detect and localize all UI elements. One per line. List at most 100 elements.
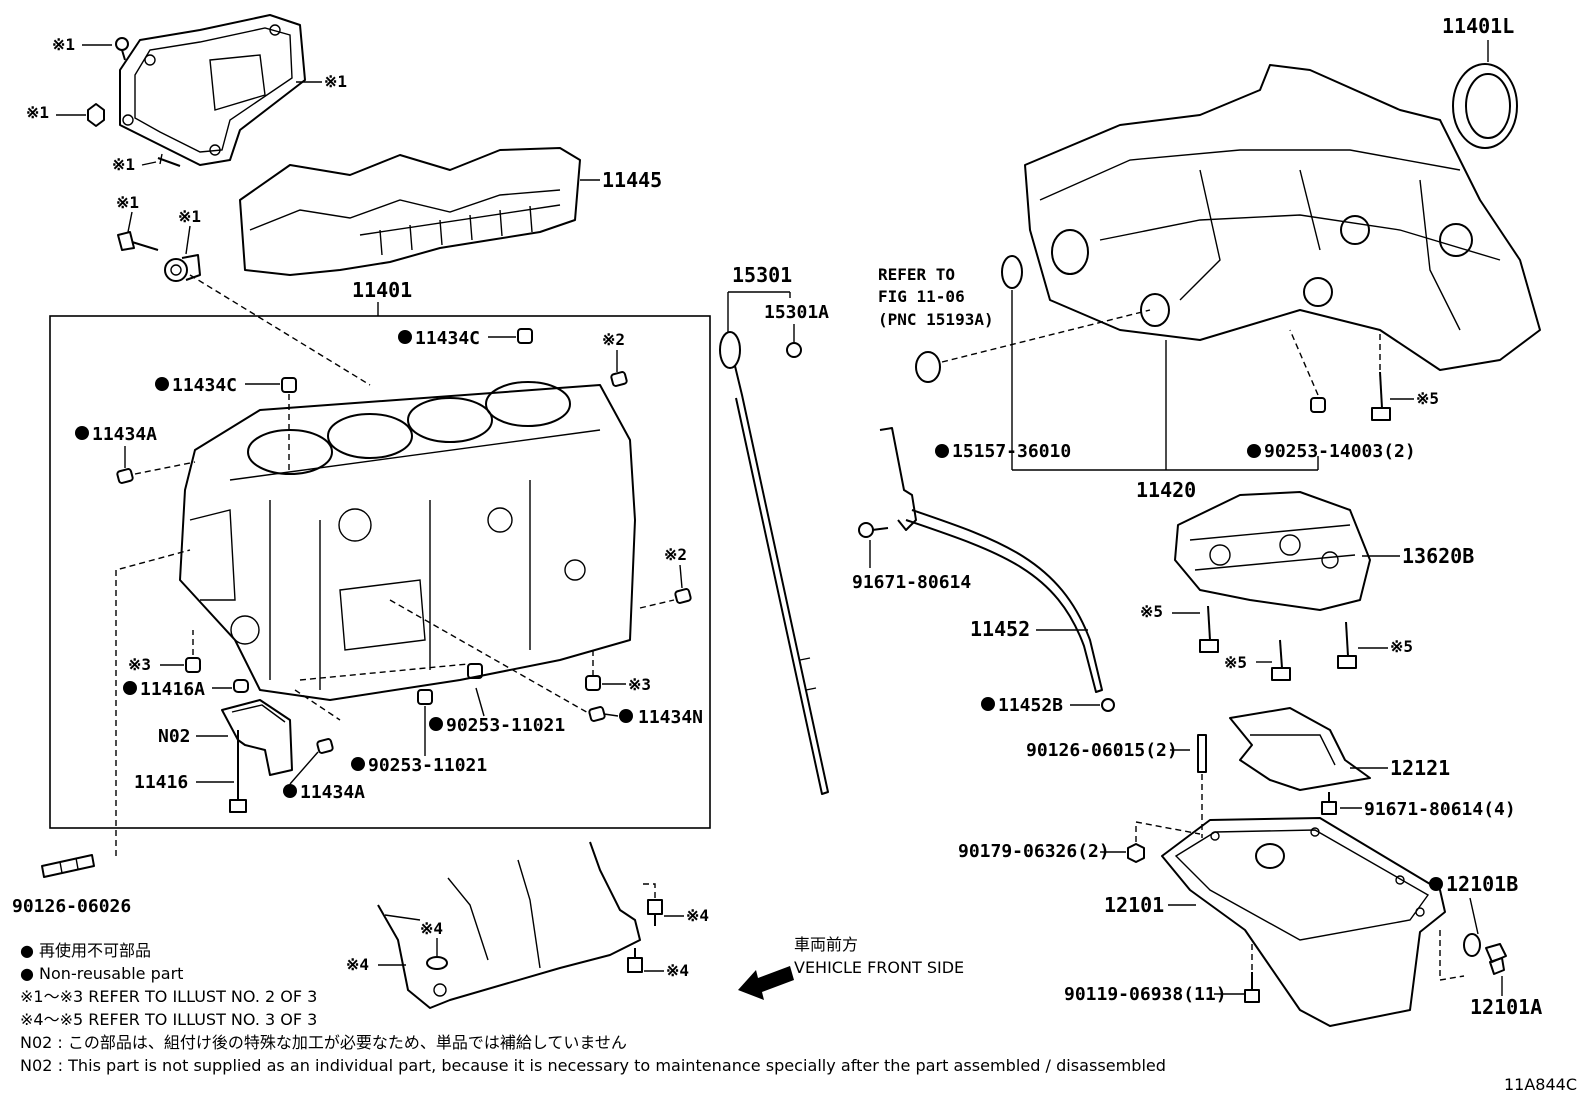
part-label-91671-80614-4: 91671-80614(4) (1364, 799, 1516, 820)
legend-refer-illust-3: ※4～※5 REFER TO ILLUST NO. 3 OF 3 (20, 1010, 317, 1029)
vehicle-front-label-en: VEHICLE FRONT SIDE (794, 958, 964, 977)
ref-mark: ※5 (1140, 602, 1163, 621)
dipstick-drawing (719, 331, 829, 795)
drain-plug-icon (1485, 943, 1507, 975)
ref-mark: ※1 (178, 207, 201, 226)
non-reusable-dot (155, 377, 169, 391)
part-label-15301: 15301 (732, 263, 792, 287)
non-reusable-dot (619, 709, 633, 723)
ref-mark: ※3 (128, 655, 151, 674)
oil-pump-drawing (1174, 491, 1371, 611)
illustration-code: 11A844C (1504, 1075, 1577, 1094)
bolt-icon (1244, 972, 1260, 1003)
part-label-15301A: 15301A (764, 302, 829, 323)
ref-mark: ※3 (628, 675, 651, 694)
legend-n02-note-jp: N02 : この部品は、組付け後の特殊な加工が必要なため、単品では補給していませ… (20, 1033, 627, 1052)
front-arrow-icon (738, 966, 794, 1000)
pin-icon (585, 675, 601, 691)
pin-icon (467, 663, 483, 679)
o-ring-icon (1001, 255, 1023, 289)
pin-icon (674, 588, 692, 604)
ref-mark: ※5 (1390, 637, 1413, 656)
cylinder-block-frame (49, 315, 711, 829)
part-label-11401: 11401 (352, 278, 412, 302)
non-reusable-dot (123, 681, 137, 695)
stud-icon (157, 153, 181, 167)
part-label-11416: 11416 (134, 772, 188, 793)
ref-mark: ※4 (420, 919, 443, 938)
non-reusable-dot (1247, 444, 1261, 458)
part-label-11445: 11445 (602, 168, 662, 192)
pin-icon (316, 738, 334, 754)
part-label-11434C: 11434C (172, 375, 237, 396)
ref-mark: ※4 (686, 906, 709, 925)
pin-icon (588, 706, 606, 722)
ref-mark: ※4 (346, 955, 369, 974)
part-label-13620B: 13620B (1402, 544, 1474, 568)
cover-plate-assembly (87, 14, 306, 282)
non-reusable-dot (283, 784, 297, 798)
part-label-11401L: 11401L (1442, 14, 1514, 38)
part-label-11452: 11452 (970, 617, 1030, 641)
o-ring-icon (426, 956, 448, 970)
bolt-icon (1321, 792, 1337, 815)
long-bolt-icon (117, 231, 159, 251)
part-label-12101A: 12101A (1470, 995, 1542, 1019)
part-label-11420: 11420 (1136, 478, 1196, 502)
part-label-90126-06026: 90126-06026 (12, 896, 131, 917)
oil-seal-icon (1452, 63, 1518, 149)
stud-icon (1197, 734, 1207, 773)
part-label-90253-11021: 90253-11021 (446, 715, 565, 736)
ref-mark: ※2 (664, 545, 687, 564)
part-label-11434A: 11434A (300, 782, 365, 803)
pin-icon (281, 377, 297, 393)
stud-bolt-icon (41, 854, 95, 878)
ref-mark: ※1 (52, 35, 75, 54)
bolt-icon (1337, 621, 1357, 669)
main-bolt-icon (229, 730, 247, 813)
plug-icon (233, 679, 249, 693)
bolt-icon (1199, 605, 1219, 653)
oil-strainer-drawing (879, 427, 1103, 693)
pin-icon (417, 689, 433, 705)
non-reusable-dot (935, 444, 949, 458)
legend-non-reusable-jp: ● 再使用不可部品 (20, 941, 151, 960)
legend-n02-note-en: N02 : This part is not supplied as an in… (20, 1056, 1166, 1075)
bearing-cap-drawing (221, 699, 293, 776)
part-label-11416A: 11416A (140, 679, 205, 700)
pin-icon (1310, 397, 1326, 413)
baffle-plate-drawing (1229, 707, 1371, 791)
part-label-90126-06015: 90126-06015(2) (1026, 740, 1178, 761)
part-label-11434A: 11434A (92, 424, 157, 445)
non-reusable-dot (351, 757, 365, 771)
part-label-15157-36010: 15157-36010 (952, 441, 1071, 462)
o-ring-icon (1101, 698, 1115, 712)
part-label-11452B: 11452B (998, 695, 1063, 716)
bolt-icon (1371, 371, 1391, 421)
non-reusable-dot (75, 426, 89, 440)
ref-mark: ※2 (602, 330, 625, 349)
bolt-icon (647, 899, 663, 926)
part-label-11434N: 11434N (638, 707, 703, 728)
ref-mark: ※5 (1416, 389, 1439, 408)
part-label-90119-06938: 90119-06938(11) (1064, 984, 1227, 1005)
non-reusable-dot (429, 717, 443, 731)
oil-pan-drawing (1161, 817, 1446, 1027)
refer-to-line-2: FIG 11-06 (878, 287, 965, 306)
wire-harness-bracket-drawing (377, 841, 641, 1009)
part-label-12101B: 12101B (1446, 872, 1518, 896)
nut-icon (87, 103, 105, 127)
gasket-icon (1463, 933, 1481, 957)
ref-mark: ※5 (1224, 653, 1247, 672)
refer-to-line-1: REFER TO (878, 265, 955, 284)
ref-mark: ※1 (324, 72, 347, 91)
pin-icon (116, 468, 134, 484)
water-jacket-spacer-drawing (239, 147, 581, 276)
part-label-90179-06326: 90179-06326(2) (958, 841, 1110, 862)
ref-mark: ※1 (26, 103, 49, 122)
bolt-icon (115, 37, 129, 61)
bolt-icon (1271, 639, 1291, 681)
o-ring-icon (915, 351, 941, 383)
pin-icon (610, 371, 628, 387)
